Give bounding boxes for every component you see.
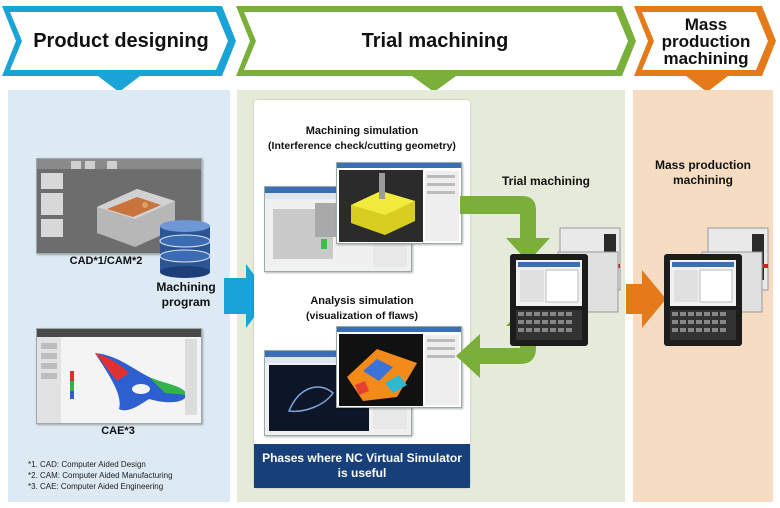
sim-title: Machining simulation (305, 125, 419, 137)
analysis-front-window (336, 326, 462, 408)
footnote-3: *3. CAE: Computer Aided Engineering (28, 482, 164, 491)
machining-program-label: Machining program (156, 280, 216, 309)
sim-front-window (336, 162, 462, 244)
blue-arrow-icon (224, 264, 270, 328)
footnote-2: *2. CAM: Computer Aided Manufacturing (28, 471, 173, 480)
analysis-subtitle: (visualization of flaws) (305, 310, 418, 322)
cae-label: CAE*3 (101, 425, 135, 437)
simulator-banner: Phases where NC Virtual Simulator is use… (254, 444, 470, 488)
database-icon (159, 220, 211, 278)
cad-cam-label: CAD*1/CAM*2 (69, 255, 143, 267)
trial-machine-icon (510, 227, 621, 346)
header-design: Product designing (33, 29, 209, 52)
mass-machine-label: Mass production machining (654, 158, 751, 187)
analysis-title: Analysis simulation (310, 295, 414, 307)
cae-screenshot (36, 328, 202, 424)
sim-subtitle: (Interference check/cutting geometry) (268, 140, 456, 152)
header-mass: Mass production machining (661, 14, 751, 68)
footnote-1: *1. CAD: Computer Aided Design (28, 460, 146, 469)
mass-machine-icon (664, 227, 769, 346)
header-trial: Trial machining (361, 29, 509, 52)
trial-machine-label: Trial machining (501, 174, 591, 188)
banner-text: Phases where NC Virtual Simulator is use… (262, 451, 462, 480)
green-arrow-down-icon (460, 196, 550, 262)
header-chevrons (2, 6, 776, 92)
orange-arrow-icon (626, 270, 666, 328)
